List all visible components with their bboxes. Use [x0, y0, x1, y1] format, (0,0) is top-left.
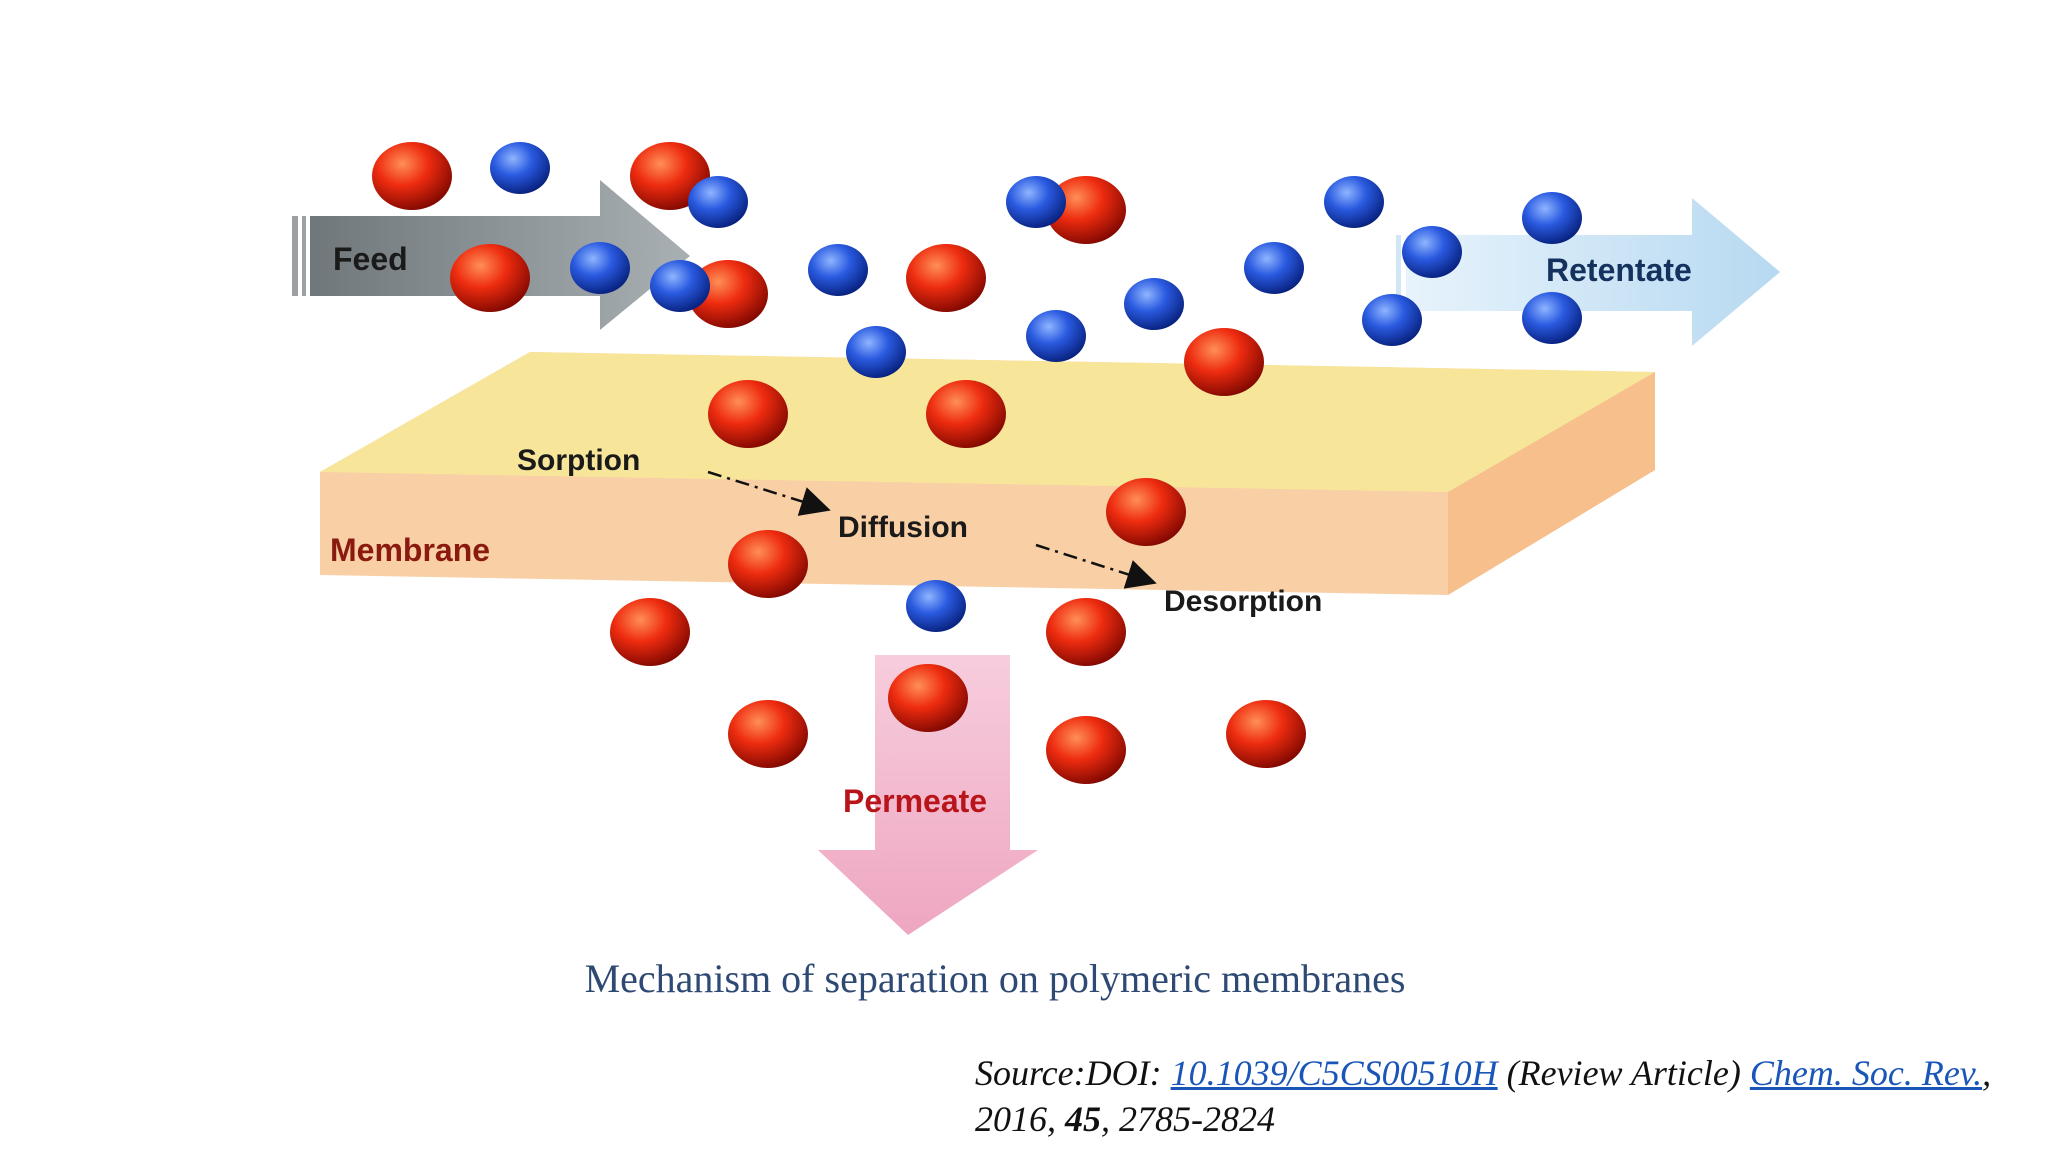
- small-molecule: [808, 244, 868, 296]
- large-molecule: [1046, 176, 1126, 244]
- small-molecule: [1006, 176, 1066, 228]
- source-year: , 2016,: [975, 1053, 1992, 1139]
- molecules: [372, 142, 1582, 784]
- large-molecule: [906, 244, 986, 312]
- small-molecule: [688, 176, 748, 228]
- diffusion-to-desorption-arrow: [1035, 543, 1157, 589]
- large-molecule: [926, 380, 1006, 448]
- large-molecule: [1106, 478, 1186, 546]
- diffusion-label: Diffusion: [838, 511, 968, 544]
- source-pages: , 2785-2824: [1101, 1099, 1275, 1139]
- source-prefix: Source:DOI:: [975, 1053, 1171, 1093]
- permeate-arrow: Permeate: [818, 655, 1038, 935]
- large-molecule: [708, 380, 788, 448]
- large-molecule: [372, 142, 452, 210]
- small-molecule: [1324, 176, 1384, 228]
- large-molecule: [610, 598, 690, 666]
- large-molecule: [888, 664, 968, 732]
- small-molecule: [490, 142, 550, 194]
- large-molecule: [1046, 716, 1126, 784]
- membrane-separation-diagram: Feed Retentate Membrane Permeate Sorptio…: [292, 142, 1780, 935]
- sorption-to-diffusion-arrow: [707, 470, 831, 516]
- large-molecule: [1184, 328, 1264, 396]
- small-molecule: [1244, 242, 1304, 294]
- retentate-arrow: Retentate: [1396, 198, 1780, 346]
- small-molecule: [1522, 192, 1582, 244]
- large-molecule: [450, 244, 530, 312]
- desorption-label: Desorption: [1164, 585, 1322, 618]
- journal-link[interactable]: Chem. Soc. Rev.: [1749, 1053, 1983, 1093]
- large-molecule: [1046, 598, 1126, 666]
- sorption-label: Sorption: [517, 444, 640, 477]
- large-molecule: [1226, 700, 1306, 768]
- feed-label: Feed: [333, 241, 408, 277]
- small-molecule: [1124, 278, 1184, 330]
- source-middle: (Review Article): [1497, 1053, 1750, 1093]
- small-molecule: [1362, 294, 1422, 346]
- doi-link[interactable]: 10.1039/C5CS00510H: [1170, 1053, 1498, 1093]
- process-steps: Sorption Diffusion Desorption: [517, 444, 1322, 618]
- small-molecule: [1026, 310, 1086, 362]
- figure-caption: Mechanism of separation on polymeric mem…: [584, 956, 1406, 1001]
- small-molecule: [1522, 292, 1582, 344]
- small-molecule: [846, 326, 906, 378]
- large-molecule: [728, 700, 808, 768]
- small-molecule: [570, 242, 630, 294]
- source-citation: Source:DOI: 10.1039/C5CS00510H (Review A…: [975, 1050, 1995, 1142]
- large-molecule: [728, 530, 808, 598]
- source-volume: 45: [1065, 1099, 1101, 1139]
- small-molecule: [1402, 226, 1462, 278]
- small-molecule: [650, 260, 710, 312]
- retentate-label: Retentate: [1546, 252, 1692, 288]
- permeate-label: Permeate: [843, 783, 987, 819]
- small-molecule: [906, 580, 966, 632]
- membrane-label: Membrane: [330, 532, 490, 568]
